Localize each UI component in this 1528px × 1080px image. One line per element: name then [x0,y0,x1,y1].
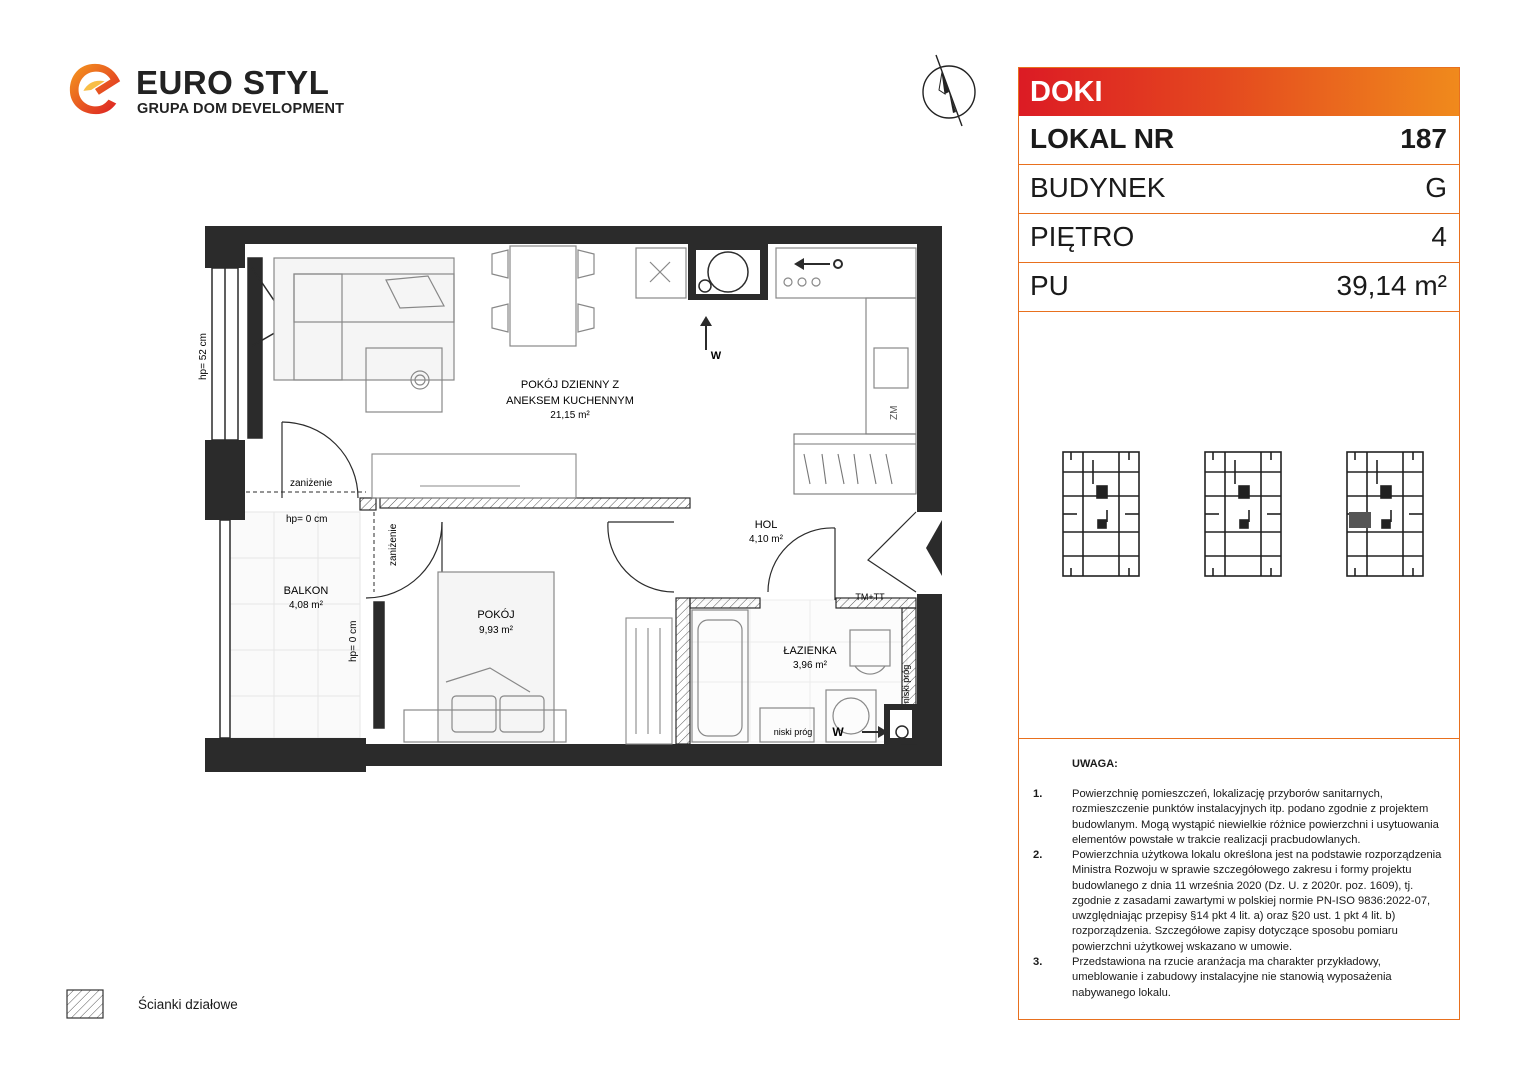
note-line: umeblowanie i zabudowy instalacyjne nie … [1072,971,1392,984]
info-value: G [1425,172,1447,203]
note-line: budowlanym. Mogą wystąpić niewielkie róż… [1072,818,1439,831]
brand-name: EURO STYL [136,64,330,101]
note-line: nabywanego lokalu. [1072,986,1171,999]
shaft-1 [688,244,843,350]
room-area: 3,96 m² [793,660,828,671]
note-line: Powierzchnię pomieszczeń, lokalizację pr… [1072,788,1383,800]
info-value: 39,14 m² [1336,270,1448,301]
room-name: HOL [755,519,778,531]
note-line: powierzchni użytkowej wskazano w umowie. [1072,940,1293,953]
north-arrow-icon [922,54,976,127]
note-line: Powierzchnia użytkowa lokalu określona j… [1072,849,1442,861]
floor-plan: W ZM W TM+TT niski próg ni [198,226,942,772]
toilet-sink-washer [759,629,891,743]
note-number: 2. [1033,849,1043,861]
note-line: budowlanego z dnia 11 września 2020 (Dz.… [1072,879,1414,892]
note-line: zgodnie z zasadami zawartymi w polskiej … [1072,894,1431,907]
low-threshold-label: niski próg [901,665,911,704]
info-row-unit: LOKAL NR 187 [1019,116,1459,165]
key-plan-thumbnails [1062,451,1424,577]
installation-label-w: W [832,725,844,739]
lowering-label: zaniżenie [290,478,333,489]
room-name: BALKON [284,585,329,597]
note-line: Ministra Rozwoju w sprawie szczegółowego… [1072,864,1412,877]
height-label: hp= 52 cm [198,333,209,380]
info-value: 187 [1400,123,1447,154]
note-line: elementów powstałe w trakcie realizacji … [1072,833,1361,846]
tm-tt-label: TM+TT [855,592,885,602]
room-name: ŁAZIENKA [783,645,837,657]
tv-cabinet [371,453,577,499]
note-line: rozmieszczenie punktów instalacyjnych it… [1072,803,1429,816]
info-value: 4 [1431,221,1447,252]
partition-legend-icon [66,989,104,1019]
info-row-building: BUDYNEK G [1019,165,1459,214]
shaft-2 [862,704,918,744]
note-number: 3. [1033,956,1043,968]
door-swings [281,421,917,600]
height-label: hp= 0 cm [348,621,359,662]
bathroom-tiles [686,599,908,743]
sofa [273,257,455,413]
bed [403,571,567,743]
info-row-area: PU 39,14 m² [1019,263,1459,312]
low-threshold-label: niski próg [774,727,813,737]
legend-label: Ścianki działowe [138,997,238,1012]
installation-label-w: W [711,350,722,362]
project-name: DOKI [1019,68,1459,116]
info-label: BUDYNEK [1030,172,1166,203]
note-line: rozporządzenia. Szczegółowe zapisy dotyc… [1072,925,1398,938]
logo: EURO STYL GRUPA DOM DEVELOPMENT [66,60,346,120]
info-row-floor: PIĘTRO 4 [1019,214,1459,263]
room-area: 21,15 m² [550,410,590,421]
notes-title: UWAGA: [1072,758,1118,770]
room-name: POKÓJ DZIENNY Z [521,378,619,391]
fridge-label: ZM [889,406,900,420]
note-number: 1. [1033,788,1043,800]
room-name: POKÓJ [477,608,514,621]
balcony-tiles [229,511,361,739]
wardrobe-bedroom [625,617,673,745]
room-name: ANEKSEM KUCHENNYM [506,395,634,407]
room-area: 9,93 m² [479,625,514,636]
exterior-walls [205,226,942,772]
brand-subtitle: GRUPA DOM DEVELOPMENT [137,101,345,117]
info-label: PU [1030,270,1069,301]
bathtub [691,609,749,743]
unit-highlight [1349,512,1371,528]
note-line: Przedstawiona na rzucie aranżacja ma cha… [1072,956,1381,968]
dining-table [491,245,595,347]
room-area: 4,08 m² [289,600,324,611]
euro-styl-logo-icon [69,63,121,115]
wardrobe-hall [793,433,917,495]
room-area: 4,10 m² [749,534,784,545]
floor-key-plans [1019,310,1459,739]
lowering-label: zaniżenie [388,523,399,566]
unit-info-panel: DOKI LOKAL NR 187 BUDYNEK G PIĘTRO 4 PU … [1018,67,1460,1020]
info-label: LOKAL NR [1030,123,1175,154]
height-label: hp= 0 cm [286,514,327,525]
kitchen [635,247,917,435]
note-line: uwzględniając przepisy §14 pkt 4 lit. a)… [1072,910,1396,923]
info-label: PIĘTRO [1030,221,1135,252]
